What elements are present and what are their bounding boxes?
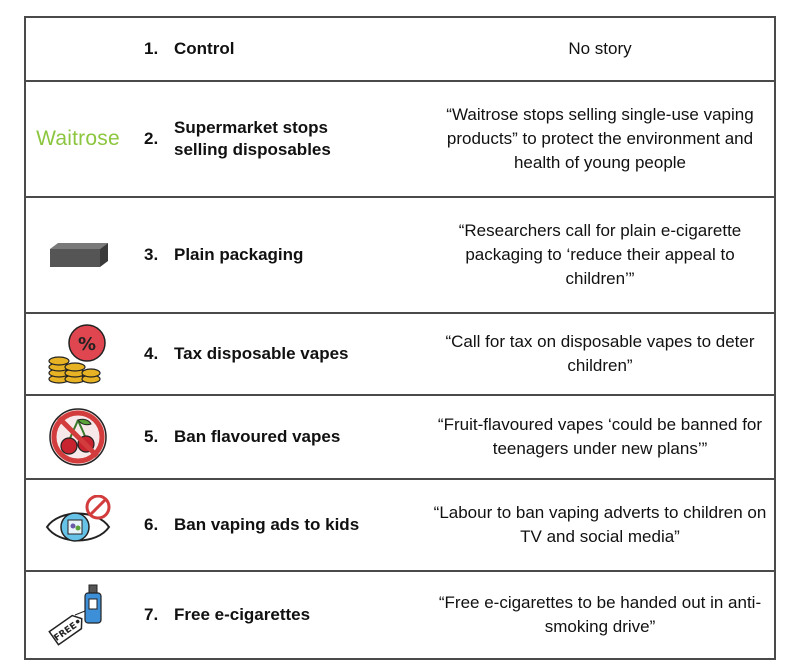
row-label: 6. Ban vaping ads to kids (144, 480, 414, 570)
row-story: “Free e-cigarettes to be handed out in a… (438, 593, 762, 636)
table-row: Waitrose 2. Supermarket stops selling di… (26, 82, 774, 198)
svg-text:%: % (78, 334, 96, 355)
table-row: % 4. Tax disposable vapes “Call for tax … (26, 314, 774, 396)
row-label: 1. Control (144, 18, 414, 80)
row-number: 2. (144, 129, 159, 148)
comparison-table: 1. Control No story Waitrose 2. Supermar… (24, 16, 776, 660)
row-number: 7. (144, 605, 159, 624)
row-name: Ban flavoured vapes (174, 427, 341, 446)
eye-no-ads-icon (26, 480, 130, 570)
table-row: 5. Ban flavoured vapes “Fruit-flavoured … (26, 396, 774, 480)
row-number: 6. (144, 515, 159, 534)
no-cherry-icon (26, 396, 130, 478)
waitrose-logo: Waitrose (26, 82, 130, 196)
table-row: 6. Ban vaping ads to kids “Labour to ban… (26, 480, 774, 572)
table-row: 3. Plain packaging “Researchers call for… (26, 198, 774, 314)
row-label: 2. Supermarket stops selling disposables (144, 82, 414, 196)
row-story: No story (568, 39, 632, 58)
tax-coins-icon: % (26, 314, 130, 394)
row-name: Plain packaging (174, 245, 304, 264)
row-name: Supermarket stops selling disposables (174, 118, 331, 159)
waitrose-logo-text: Waitrose (36, 127, 120, 150)
row-story: “Labour to ban vaping adverts to childre… (433, 503, 767, 546)
free-vape-tag-icon: FREE (26, 572, 130, 658)
row-name: Tax disposable vapes (174, 344, 349, 363)
row-number: 4. (144, 344, 159, 363)
row-label: 7. Free e-cigarettes (144, 572, 414, 658)
row-number: 1. (144, 39, 159, 58)
row-name: Free e-cigarettes (174, 605, 311, 624)
row-story: “Call for tax on disposable vapes to det… (445, 332, 755, 375)
table-row: FREE 7. Free e-cigarettes “Free e-cigare… (26, 572, 774, 658)
row-number: 3. (144, 245, 159, 264)
row-number: 5. (144, 427, 159, 446)
plain-box-icon (26, 198, 130, 312)
row-label: 3. Plain packaging (144, 198, 414, 312)
row-story: “Researchers call for plain e-cigarette … (458, 221, 742, 288)
row-name: Control (174, 39, 235, 58)
row-name: Ban vaping ads to kids (174, 515, 360, 534)
empty-icon-cell (26, 18, 130, 80)
table-row: 1. Control No story (26, 18, 774, 82)
row-story: “Fruit-flavoured vapes ‘could be banned … (437, 415, 763, 458)
row-label: 4. Tax disposable vapes (144, 314, 414, 394)
row-label: 5. Ban flavoured vapes (144, 396, 414, 478)
row-story: “Waitrose stops selling single-use vapin… (446, 105, 754, 172)
